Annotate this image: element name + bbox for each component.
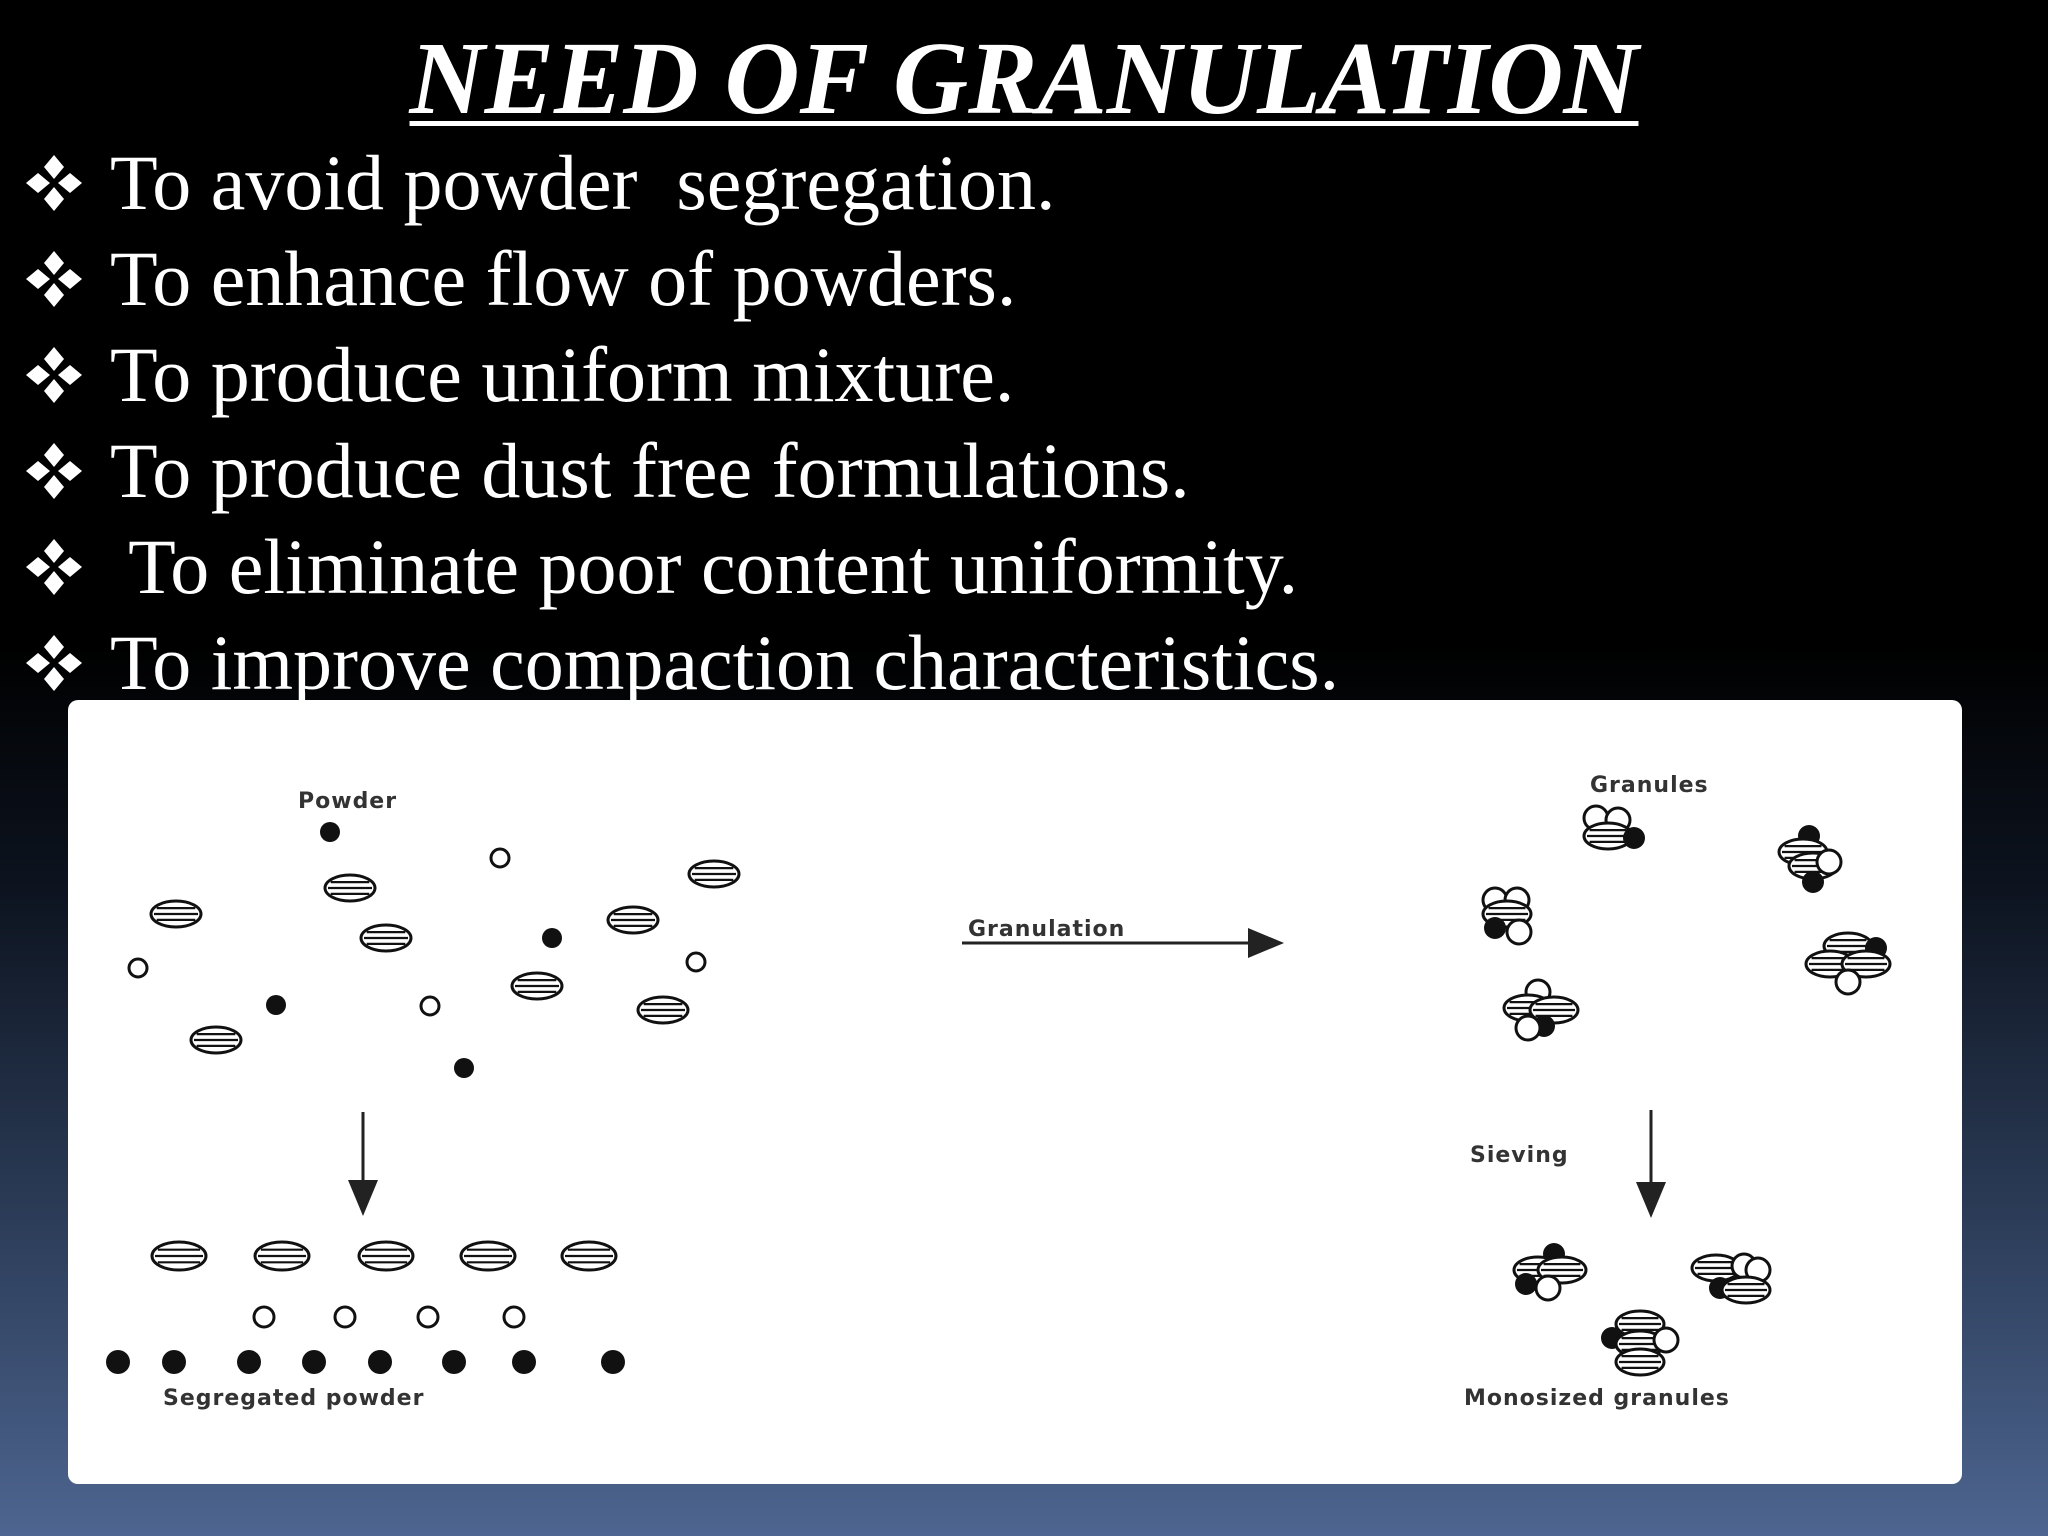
- black-particle: [1484, 917, 1506, 939]
- hollow-particle: [685, 951, 707, 973]
- four-diamond-bullet-icon: [26, 539, 82, 595]
- granulation-figure: Powder Granulation Granules Sieving Segr…: [68, 700, 1962, 1484]
- four-diamond-bullet-icon: [26, 443, 82, 499]
- bullet-text: To eliminate poor content uniformity.: [110, 523, 1299, 610]
- hollow-particle: [333, 1305, 357, 1329]
- bullet-list: To avoid powder segregation. To enhance …: [24, 135, 1339, 711]
- bullet-item: To produce uniform mixture.: [24, 327, 1339, 423]
- bullet-text: To produce uniform mixture.: [110, 331, 1015, 418]
- hollow-particle: [1652, 1326, 1680, 1354]
- bullet-item: To produce dust free formulations.: [24, 423, 1339, 519]
- black-particle: [1623, 827, 1645, 849]
- sieving-label: Sieving: [1470, 1143, 1569, 1168]
- bullet-item: To avoid powder segregation.: [24, 135, 1339, 231]
- monosized-granules-label: Monosized granules: [1464, 1386, 1730, 1411]
- black-particle: [368, 1350, 392, 1374]
- four-diamond-bullet-icon: [26, 251, 82, 307]
- bullet-text: To enhance flow of powders.: [110, 235, 1017, 322]
- granules-label: Granules: [1590, 773, 1709, 798]
- hollow-particle: [252, 1305, 276, 1329]
- black-particle: [266, 995, 286, 1015]
- hollow-particle: [489, 847, 511, 869]
- black-particle: [454, 1058, 474, 1078]
- bullet-item: To enhance flow of powders.: [24, 231, 1339, 327]
- black-particle: [512, 1350, 536, 1374]
- powder-label: Powder: [298, 789, 397, 814]
- four-diamond-bullet-icon: [26, 155, 82, 211]
- black-particle: [162, 1350, 186, 1374]
- bullet-text: To improve compaction characteristics.: [110, 619, 1340, 706]
- four-diamond-bullet-icon: [26, 635, 82, 691]
- black-particle: [1802, 871, 1824, 893]
- slide-title: NEED OF GRANULATION: [0, 20, 2048, 138]
- bullet-text: To avoid powder segregation.: [110, 139, 1056, 226]
- bullet-item: To eliminate poor content uniformity.: [24, 519, 1339, 615]
- black-particle: [1515, 1273, 1537, 1295]
- black-particle: [601, 1350, 625, 1374]
- black-particle: [106, 1350, 130, 1374]
- bullet-text: To produce dust free formulations.: [110, 427, 1190, 514]
- granulation-label: Granulation: [968, 917, 1125, 942]
- hollow-particle: [1505, 918, 1533, 946]
- four-diamond-bullet-icon: [26, 347, 82, 403]
- black-particle: [237, 1350, 261, 1374]
- hollow-particle: [127, 957, 149, 979]
- hollow-particle: [419, 995, 441, 1017]
- particle-layer: [106, 804, 1892, 1377]
- black-particle: [302, 1350, 326, 1374]
- black-particle: [320, 822, 340, 842]
- granulation-diagram: Powder Granulation Granules Sieving Segr…: [106, 773, 1892, 1411]
- hollow-particle: [1815, 848, 1843, 876]
- black-particle: [442, 1350, 466, 1374]
- hollow-particle: [1514, 1014, 1542, 1042]
- bullet-item: To improve compaction characteristics.: [24, 615, 1339, 711]
- slide-title-text: NEED OF GRANULATION: [409, 21, 1639, 136]
- hollow-particle: [416, 1305, 440, 1329]
- hollow-particle: [1834, 968, 1862, 996]
- segregated-powder-label: Segregated powder: [163, 1386, 424, 1411]
- hollow-particle: [1534, 1274, 1562, 1302]
- hollow-particle: [502, 1305, 526, 1329]
- black-particle: [542, 928, 562, 948]
